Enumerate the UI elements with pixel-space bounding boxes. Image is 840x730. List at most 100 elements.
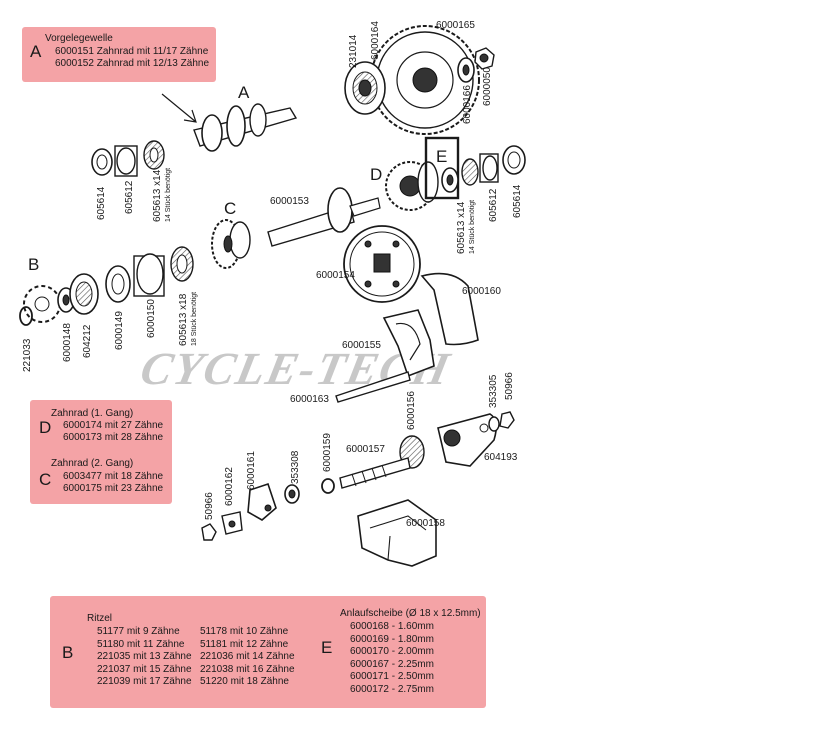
label-6000156: 6000156 [406, 391, 417, 430]
sprocket-b [23, 285, 61, 323]
label-6000164: 6000164 [370, 21, 381, 60]
info-box-a: A Vorgelegewelle 6000151 Zahnrad mit 11/… [22, 27, 216, 82]
gear-c [211, 219, 251, 269]
label-353308: 353308 [290, 450, 301, 484]
nut-6000050 [474, 47, 495, 70]
box-a-line-1: 6000151 Zahnrad mit 11/17 Zähne [55, 46, 209, 57]
ritzel-row: 51181 mit 12 Zähne [200, 638, 289, 650]
large-gear-6000165 [370, 25, 480, 135]
label-6000158: 6000158 [406, 518, 445, 529]
anlaufscheibe-list: 6000168 - 1.60mm 6000169 - 1.80mm 600017… [350, 621, 434, 696]
box-b-letter: B [62, 643, 74, 662]
shift-fork-6000155 [382, 309, 435, 378]
anlaufscheibe-row: 6000168 - 1.60mm [350, 621, 434, 632]
label-353305: 353305 [488, 374, 499, 408]
label-6000160: 6000160 [462, 286, 501, 297]
box-c-letter: C [39, 470, 52, 489]
label-6000150: 6000150 [146, 299, 157, 338]
box-c-line-1: 6003477 mit 18 Zähne [63, 471, 164, 482]
info-box-be: B Ritzel 51177 mit 9 Zähne 51180 mit 11 … [50, 596, 486, 708]
bushing-6000150 [133, 253, 165, 297]
label-221033: 221033 [22, 338, 33, 372]
washer-6000166 [457, 57, 475, 83]
label-6000155: 6000155 [342, 340, 381, 351]
info-box-dc: D Zahnrad (1. Gang) 6000174 mit 27 Zähne… [30, 400, 172, 504]
callout-e: E [436, 147, 447, 166]
anlaufscheibe-row: 6000167 - 2.25mm [350, 658, 434, 670]
anlaufscheibe-row: 6000170 - 2.00mm [350, 646, 434, 657]
bushing-605612-left [114, 145, 138, 177]
box-b-title: Ritzel [87, 613, 113, 624]
box-d-letter: D [39, 418, 52, 437]
oring-6000159 [321, 478, 335, 494]
label-50966-right: 50966 [504, 372, 515, 400]
nut-50966-right [499, 411, 515, 429]
label-6000050: 6000050 [482, 67, 493, 106]
arrow-icon [161, 93, 197, 123]
ritzel-row: 51178 mit 10 Zähne [200, 626, 289, 637]
ritzel-row: 221038 mit 16 Zähne [200, 663, 295, 675]
callout-a: A [238, 83, 250, 102]
plate-604193 [437, 413, 498, 467]
anlaufscheibe-row: 6000172 - 2.75mm [350, 683, 434, 695]
shift-drum-6000154 [343, 225, 421, 303]
mainshaft-6000153 [267, 187, 381, 247]
lever-6000161 [247, 482, 277, 521]
needle-rollers-605613-left [143, 140, 165, 170]
bearing-231014 [344, 61, 386, 115]
anlaufscheibe-row: 6000171 - 2.50mm [350, 671, 434, 682]
label-605613-x18-note: 18 Stück benötigt [191, 292, 198, 346]
needle-rollers-605613-x18 [170, 246, 194, 282]
ritzel-row: 221035 mit 13 Zähne [97, 651, 192, 662]
label-605612-right: 605612 [488, 188, 499, 222]
label-605614-right: 605614 [512, 184, 523, 218]
label-6000154: 6000154 [316, 270, 355, 281]
label-605612-left: 605612 [124, 180, 135, 214]
label-6000161: 6000161 [246, 451, 257, 490]
box-d-line-1: 6000174 mit 27 Zähne [63, 420, 164, 431]
label-6000153: 6000153 [270, 196, 309, 207]
callout-b: B [28, 255, 39, 274]
ritzel-row: 51180 mit 11 Zähne [97, 638, 185, 650]
ritzel-row: 51220 mit 18 Zähne [200, 676, 289, 687]
bushing-605612-right [479, 153, 499, 183]
bearing-604212 [69, 273, 99, 315]
ritzel-row: 221037 mit 15 Zähne [97, 663, 192, 675]
ritzel-row: 221036 mit 14 Zähne [200, 651, 295, 662]
nut-353305-right [488, 416, 500, 432]
needle-rollers-605613-right [461, 158, 479, 186]
ritzel-row: 51177 mit 9 Zähne [97, 626, 180, 637]
bracket-6000162 [221, 511, 243, 535]
label-605613-right: 605613 x14 [456, 201, 467, 254]
label-605614-left: 605614 [96, 186, 107, 220]
label-6000166: 6000166 [462, 85, 473, 124]
box-c-title: Zahnrad (2. Gang) [51, 458, 134, 469]
box-a-line-2: 6000152 Zahnrad mit 12/13 Zähne [55, 58, 209, 69]
band-6000160 [420, 272, 479, 346]
label-6000157: 6000157 [346, 444, 385, 455]
box-d-title: Zahnrad (1. Gang) [51, 408, 134, 419]
box-a-letter: A [30, 42, 42, 61]
label-6000149: 6000149 [114, 311, 125, 350]
label-6000148: 6000148 [62, 323, 73, 362]
label-604193: 604193 [484, 452, 518, 463]
washer-605614-right [502, 145, 526, 175]
label-605613-left-note: 14 Stück benötigt [165, 168, 172, 222]
circlip-221033 [19, 306, 33, 326]
shaft-6000157 [339, 457, 411, 489]
label-6000165: 6000165 [436, 20, 475, 31]
gear-d [385, 161, 439, 211]
label-605613-left: 605613 x14 [152, 169, 163, 222]
rod-6000163 [335, 371, 411, 403]
countershaft-a [193, 103, 298, 152]
label-6000163: 6000163 [290, 394, 329, 405]
label-50966-left: 50966 [204, 492, 215, 520]
washer-6000149 [105, 265, 131, 303]
box-e-letter: E [321, 638, 333, 657]
label-604212: 604212 [82, 324, 93, 358]
ritzel-col-1: 51177 mit 9 Zähne 51180 mit 11 Zähne 221… [97, 626, 192, 689]
ritzel-row: 221039 mit 17 Zähne [97, 676, 192, 687]
label-6000162: 6000162 [224, 467, 235, 506]
nut-50966-left [201, 523, 217, 541]
